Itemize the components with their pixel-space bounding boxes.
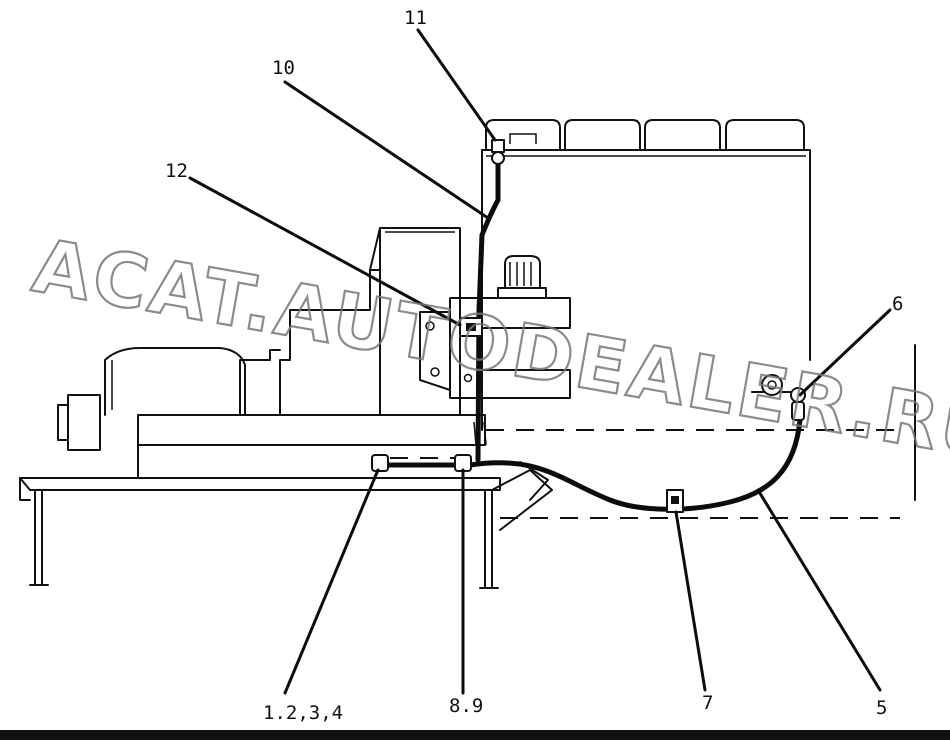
- leader-lines: [188, 28, 892, 695]
- callout-10: 10: [272, 57, 295, 79]
- callout-8-9: 8.9: [449, 695, 483, 717]
- hose: [371, 139, 803, 513]
- callout-7: 7: [702, 692, 713, 714]
- valve-fitting: [751, 374, 806, 421]
- callout-11: 11: [404, 7, 427, 29]
- callout-1-2-3-4: 1.2,3,4: [263, 702, 343, 724]
- mounting-bracket: [419, 255, 571, 399]
- watermark-text: ACAT.AUTODEALER.RU: [27, 223, 950, 478]
- callout-12: 12: [165, 160, 188, 182]
- base-platform: [19, 461, 553, 589]
- frame-outline: [486, 344, 916, 519]
- callout-6: 6: [892, 293, 903, 315]
- callout-5: 5: [876, 697, 887, 719]
- bottom-border: [0, 730, 950, 740]
